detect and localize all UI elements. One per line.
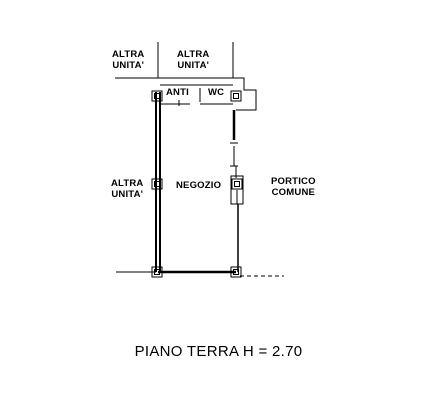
label-negozio: NEGOZIO xyxy=(176,180,222,191)
wc-projection xyxy=(233,77,257,111)
label-anti: ANTI xyxy=(166,87,189,98)
pillar-mid-left xyxy=(151,178,163,190)
label-altra-unita-top-center: ALTRA UNITA' xyxy=(177,49,210,71)
pillar-mid-right xyxy=(231,178,243,190)
label-altra-unita-top-left: ALTRA UNITA' xyxy=(112,49,145,71)
pillar-bottom-right xyxy=(230,266,242,278)
label-portico-comune: PORTICO COMUNE xyxy=(271,176,316,198)
label-wc: WC xyxy=(208,87,225,98)
pillar-bottom-left xyxy=(151,266,163,278)
label-altra-unita-left: ALTRA UNITA' xyxy=(111,178,144,200)
plan-title: PIANO TERRA H = 2.70 xyxy=(134,343,303,360)
pillar-top-right xyxy=(230,90,242,102)
pillar-top-left xyxy=(151,90,163,102)
